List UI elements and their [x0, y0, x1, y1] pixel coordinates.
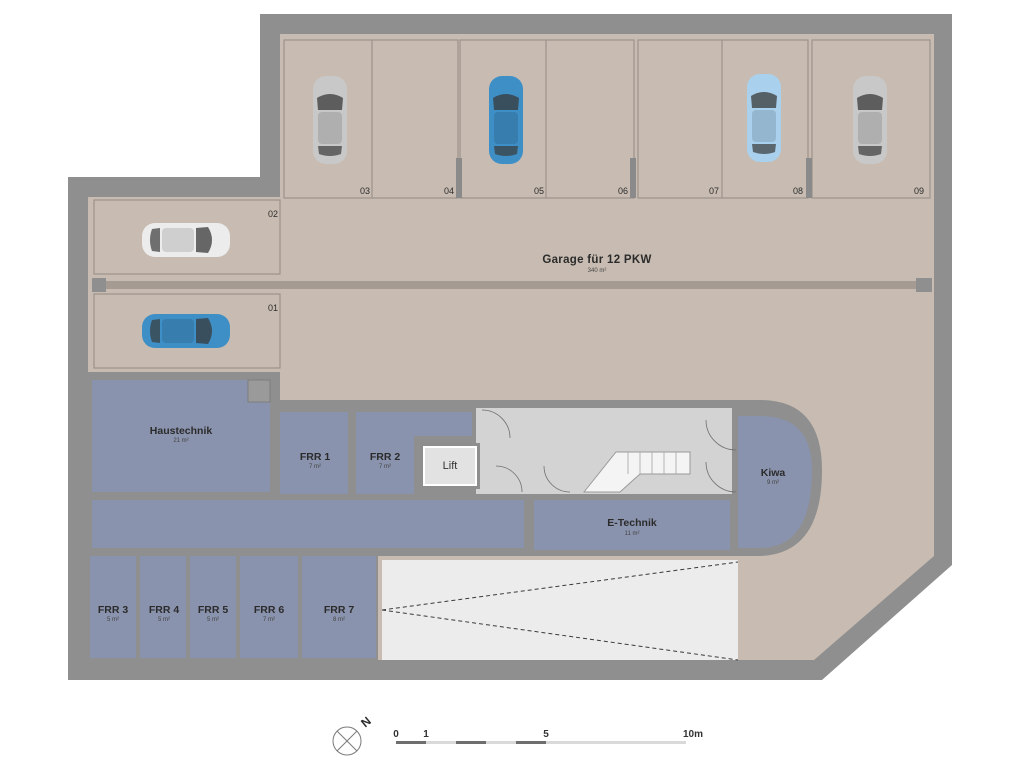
area-frr-5: 5 m²: [207, 617, 219, 623]
car-slot-05: [489, 76, 523, 164]
drain-end-right: [916, 278, 932, 292]
drain-end-left: [92, 278, 106, 292]
label-frr-5: FRR 5: [198, 604, 228, 616]
slot-number-08: 08: [793, 186, 803, 196]
corridor: [92, 500, 524, 548]
room-frr-2: [356, 412, 414, 494]
area-frr-1: 7 m²: [309, 464, 321, 470]
room-kiwa: [738, 416, 812, 548]
ramp: [382, 560, 738, 660]
garage-title: Garage für 12 PKW: [542, 254, 651, 266]
north-arrow-icon: N: [332, 714, 374, 756]
room-frr-7: [302, 556, 376, 658]
area-kiwa: 9 m²: [767, 480, 779, 486]
area-frr-3: 5 m²: [107, 617, 119, 623]
slot-number-09: 09: [914, 186, 924, 196]
room-frr-6: [240, 556, 298, 658]
slot-number-03: 03: [360, 186, 370, 196]
scale-label-0: 0: [393, 729, 399, 740]
car-slot-01: [142, 314, 230, 348]
slot-number-04: 04: [444, 186, 454, 196]
parking-bays-top: [283, 39, 931, 199]
slot-number-07: 07: [709, 186, 719, 196]
stair-treads: [582, 451, 691, 493]
label-frr-3: FRR 3: [98, 604, 128, 616]
scale-label-5: 5: [543, 729, 549, 740]
parking-bays-left: [93, 199, 281, 369]
vent-grille: [247, 379, 271, 403]
car-slot-03: [313, 76, 347, 164]
room-haustechnik: [92, 380, 270, 492]
door-swings: [481, 409, 737, 493]
room-e-technik: [534, 500, 730, 550]
drain-channel: [92, 281, 932, 289]
label-frr-6: FRR 6: [254, 604, 284, 616]
area-frr-2: 7 m²: [379, 464, 391, 470]
label-frr-4: FRR 4: [149, 604, 179, 616]
area-e-technik: 11 m²: [625, 531, 640, 537]
area-frr-4: 5 m²: [158, 617, 170, 623]
area-frr-6: 7 m²: [263, 617, 275, 623]
label-e-technik: E-Technik: [607, 517, 657, 529]
slot-number-05: 05: [534, 186, 544, 196]
car-slot-09: [853, 76, 887, 164]
car-slot-02: [142, 223, 230, 257]
label-frr-2: FRR 2: [370, 451, 400, 463]
ramp-marking: [381, 561, 739, 661]
room-frr-4: [140, 556, 186, 658]
room-frr-3: [90, 556, 136, 658]
scale-label-10m: 10m: [683, 729, 703, 740]
bay-pillars: [456, 158, 812, 198]
label-kiwa: Kiwa: [761, 467, 786, 479]
stair-lines: [627, 452, 677, 474]
label-lift: Lift: [443, 460, 458, 472]
area-haustechnik: 21 m²: [173, 438, 188, 444]
slot-number-02: 02: [268, 209, 278, 219]
scale-bar: 0 1 5 10m: [393, 729, 703, 744]
slot-number-01: 01: [268, 303, 278, 313]
scale-label-1: 1: [423, 729, 429, 740]
car-slot-08: [747, 74, 781, 162]
lift-cabin: [423, 446, 477, 486]
room-frr-1: [280, 412, 348, 494]
area-frr-7: 8 m²: [333, 617, 345, 623]
label-frr-1: FRR 1: [300, 451, 330, 463]
room-frr-5: [190, 556, 236, 658]
label-frr-7: FRR 7: [324, 604, 354, 616]
room-frr-2-annex: [414, 412, 472, 436]
label-haustechnik: Haustechnik: [150, 425, 213, 437]
garage-area: 340 m²: [588, 268, 607, 274]
north-label: N: [358, 714, 374, 730]
slot-number-06: 06: [618, 186, 628, 196]
